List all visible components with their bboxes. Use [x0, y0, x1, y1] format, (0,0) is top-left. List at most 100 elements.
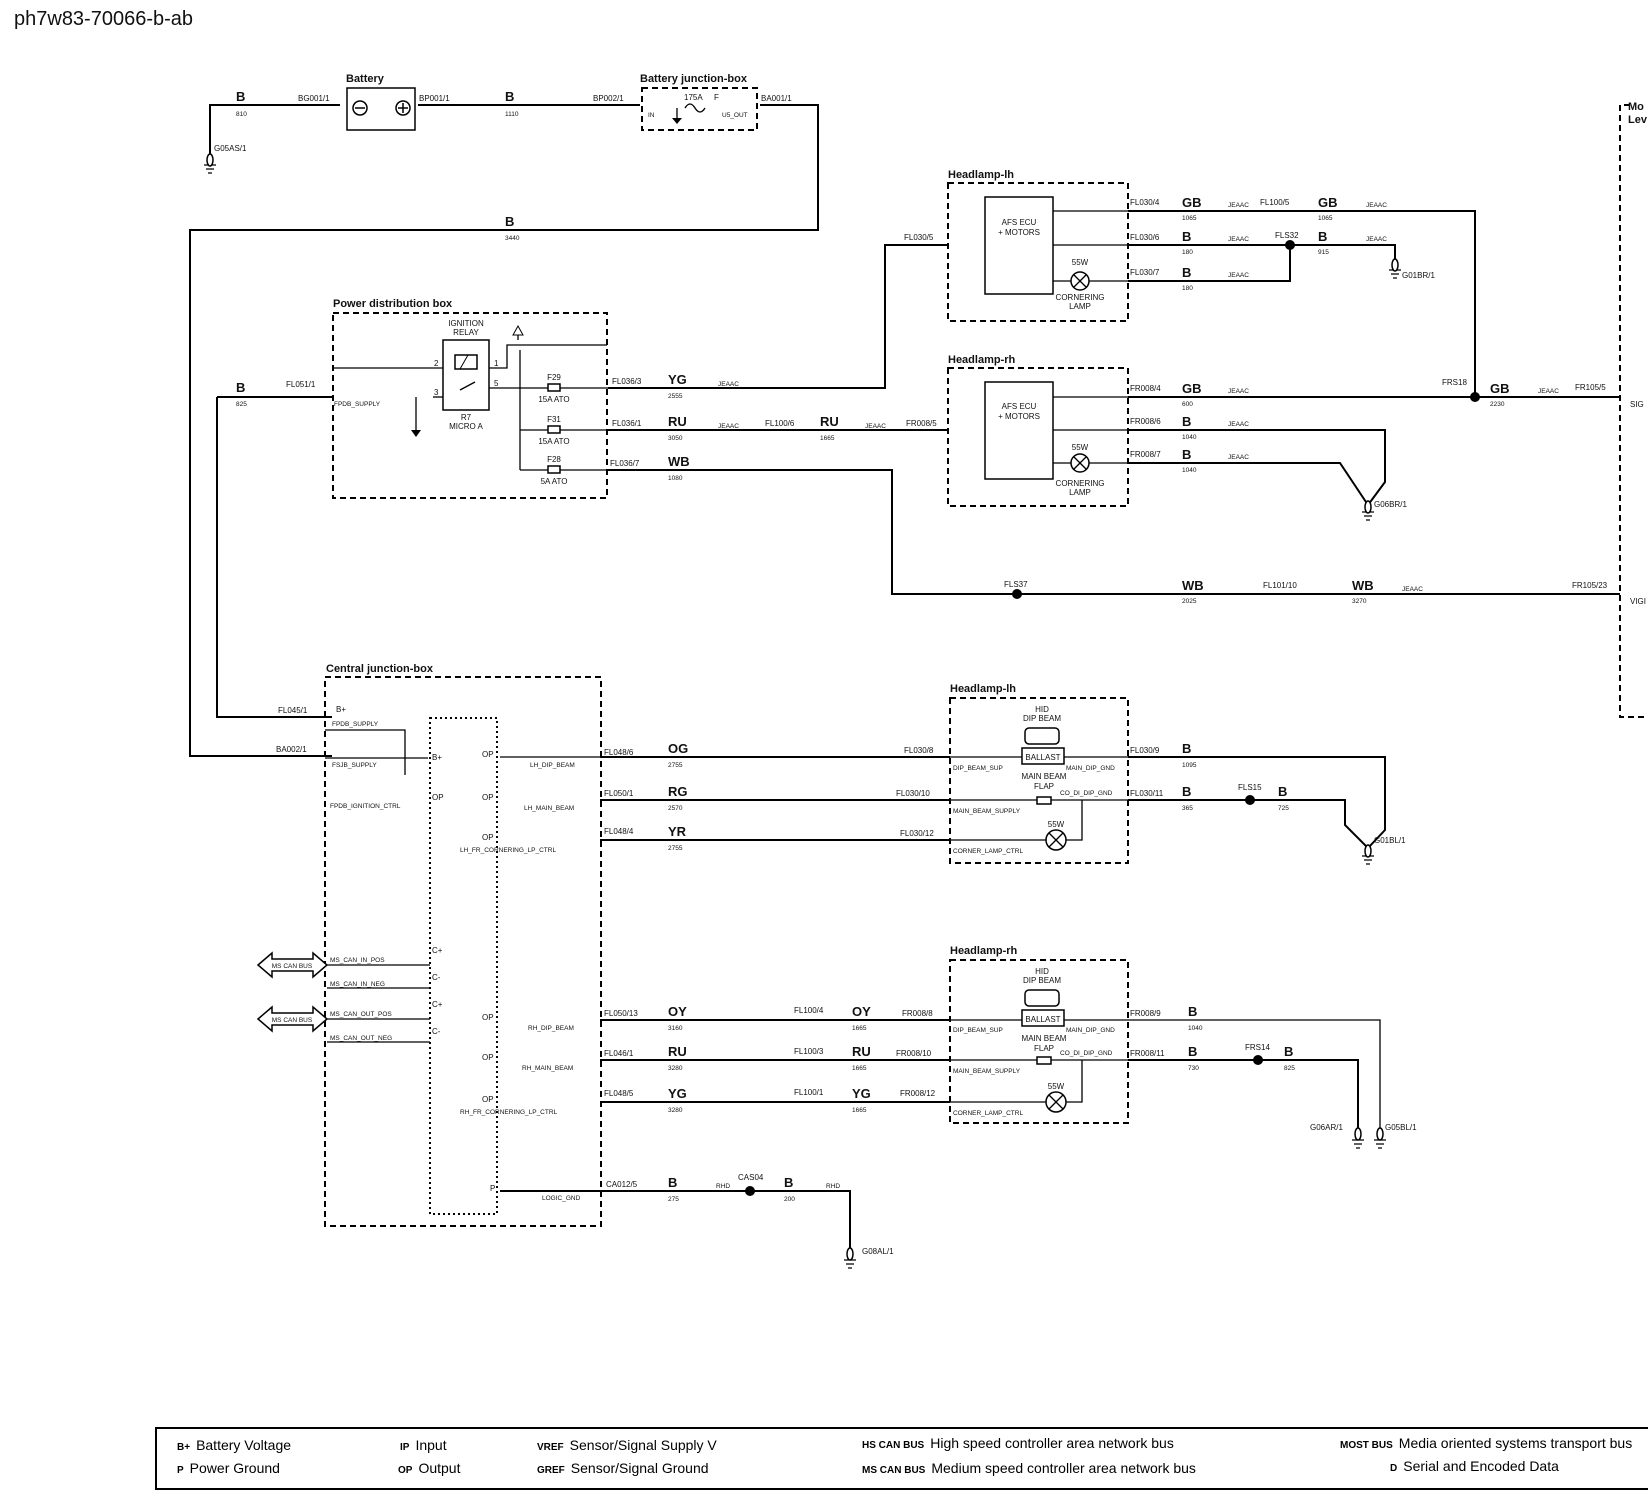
wire-color: B — [1182, 265, 1191, 280]
wire-cjb-fpdb — [325, 729, 406, 775]
wire-color: B — [1182, 741, 1191, 756]
connector-id: FL100/5 — [1260, 198, 1290, 207]
hid-label-2: DIP BEAM — [1023, 714, 1061, 723]
wire-color: GB — [1318, 195, 1338, 210]
wire-color: WB — [1182, 578, 1204, 593]
fuse-id: F28 — [547, 455, 561, 464]
connector-id: FL030/5 — [904, 233, 934, 242]
legend-text: Input — [415, 1437, 447, 1453]
pin-label: CORNER_LAMP_CTRL — [953, 848, 1023, 855]
document-id: ph7w83-70066-b-ab — [14, 8, 194, 30]
cornering-label-2: LAMP — [1069, 488, 1091, 497]
pin-label: VIGI — [1630, 597, 1646, 606]
fuse-rating: 15A ATO — [538, 437, 569, 446]
connector-id: FL100/3 — [794, 1047, 824, 1056]
connector-id: G05AS/1 — [214, 144, 247, 153]
relay-label-2: RELAY — [453, 328, 479, 337]
bjb-out-label: U5_OUT — [722, 112, 748, 119]
afs-label-1: AFS ECU — [1002, 402, 1037, 411]
wire-number: 2755 — [668, 762, 683, 769]
afs-label-1: AFS ECU — [1002, 218, 1037, 227]
pin-label: CO_DI_DIP_GND — [1060, 1050, 1113, 1057]
pin-label: OP — [482, 1095, 494, 1104]
wire-color: B — [236, 380, 245, 395]
connector-id: FLS15 — [1238, 783, 1262, 792]
legend-text: Serial and Encoded Data — [1403, 1458, 1559, 1474]
legend-code: B+ — [177, 1442, 191, 1453]
fuse-rating: 15A ATO — [538, 395, 569, 404]
connector-id: FR008/6 — [1130, 417, 1161, 426]
wire-number: 600 — [1182, 401, 1193, 408]
pin-label: CO_DI_DIP_GND — [1060, 790, 1113, 797]
cornering-label-2: LAMP — [1069, 302, 1091, 311]
hid-module-rh — [950, 989, 1128, 1113]
pin-label: OP — [482, 833, 494, 842]
pin-label: OP — [482, 750, 494, 759]
wire-supply-cjb — [216, 397, 332, 718]
connector-id: FL050/1 — [604, 789, 634, 798]
wire-number: 3280 — [668, 1065, 683, 1072]
wire-number: 730 — [1188, 1065, 1199, 1072]
wire-b-rh-7 — [1128, 462, 1369, 512]
wire-color: B — [1318, 229, 1327, 244]
title-headlamp-lh-upper: Headlamp-lh — [948, 169, 1014, 181]
connector-id: FL101/10 — [1263, 581, 1297, 590]
connector-id: CA012/5 — [606, 1180, 638, 1189]
harness-tag: JEAAC — [1366, 236, 1387, 243]
wire-number: 200 — [784, 1196, 795, 1203]
fuse-175a-label: 175A — [684, 93, 703, 102]
connector-id: FR008/10 — [896, 1049, 932, 1058]
flap-label-1: MAIN BEAM — [1022, 772, 1067, 781]
pin-label: RH_MAIN_BEAM — [522, 1065, 573, 1072]
connector-id: FR008/12 — [900, 1089, 936, 1098]
pin-label: C- — [432, 1027, 441, 1036]
wire-bjb-main — [189, 104, 819, 757]
title-headlamp-rh-upper: Headlamp-rh — [948, 354, 1016, 366]
wire-b-lh-6 — [1128, 244, 1396, 270]
title-headlamp-rh-lower: Headlamp-rh — [950, 945, 1018, 957]
harness-tag: JEAAC — [1228, 421, 1249, 428]
legend-text: Sensor/Signal Supply V — [569, 1437, 717, 1453]
connector-id: FL036/1 — [612, 419, 642, 428]
legend-item: B+ Battery Voltage — [177, 1437, 291, 1453]
afs-ecu-rh — [984, 381, 1128, 480]
wire-color: WB — [668, 454, 690, 469]
afs-label-2: + MOTORS — [998, 228, 1040, 237]
connector-id: FR008/7 — [1130, 450, 1161, 459]
connector-id: FL100/4 — [794, 1006, 824, 1015]
wire-color: B — [1188, 1044, 1197, 1059]
connector-id: FL048/6 — [604, 748, 634, 757]
pin-label: MS_CAN_OUT_POS — [330, 1011, 392, 1018]
pin-label: C+ — [432, 946, 443, 955]
connector-id: FL030/8 — [904, 746, 934, 755]
afs-label-2: + MOTORS — [998, 412, 1040, 421]
harness-tag: JEAAC — [1228, 388, 1249, 395]
wire-number: 2555 — [668, 393, 683, 400]
connector-id: FRS18 — [1442, 378, 1467, 387]
ms-can-bus-label: MS CAN BUS — [272, 963, 313, 970]
pin-label: DIP_BEAM_SUP — [953, 1027, 1003, 1034]
ballast-label: BALLAST — [1025, 753, 1060, 762]
connector-id: FL050/13 — [604, 1009, 638, 1018]
pin-label: C- — [432, 973, 441, 982]
wire-b-rh-9 — [1128, 1019, 1381, 1130]
wiring-diagram: Battery Battery junction-box Power distr… — [189, 73, 1648, 1269]
afs-ecu-lh — [984, 196, 1128, 295]
hid-label-2: DIP BEAM — [1023, 976, 1061, 985]
title-module-partial-2: Lev — [1628, 114, 1648, 126]
wire-color: B — [1284, 1044, 1293, 1059]
legend-text: Medium speed controller area network bus — [931, 1460, 1196, 1476]
cornering-label-1: CORNERING — [1056, 293, 1105, 302]
fuse-id: F29 — [547, 373, 561, 382]
wire-number: 3160 — [668, 1025, 683, 1032]
cjb-inner-module-outline — [429, 717, 498, 1215]
connector-id: FR008/11 — [1130, 1049, 1165, 1058]
wire-color: B — [1182, 447, 1191, 462]
wire-b-lh-7 — [1128, 245, 1291, 282]
legend-text: High speed controller area network bus — [930, 1435, 1174, 1451]
legend-text: Battery Voltage — [196, 1437, 292, 1453]
